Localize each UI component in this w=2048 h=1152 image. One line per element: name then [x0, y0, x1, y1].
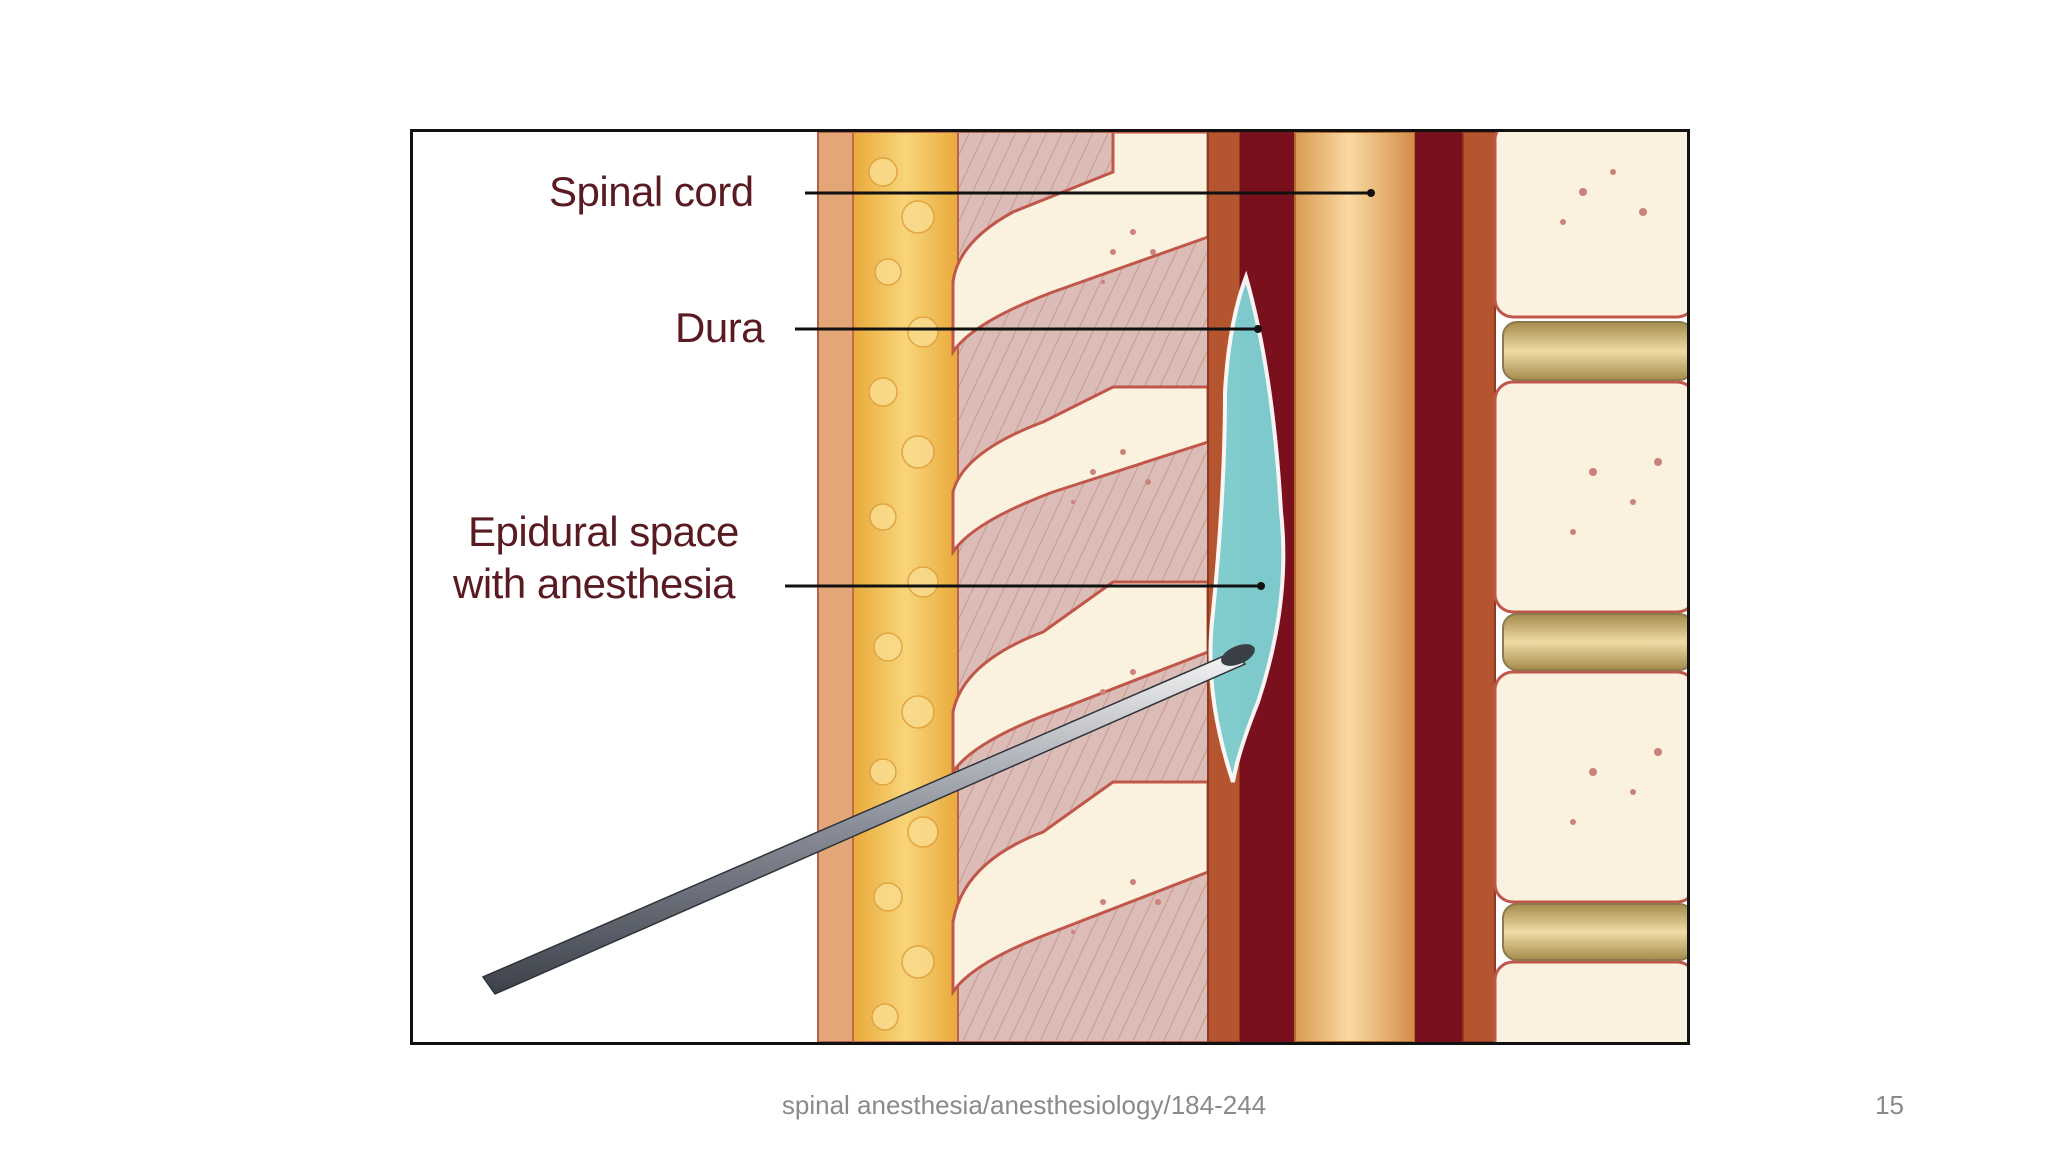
leader-lines	[785, 191, 1371, 588]
spinous-processes	[951, 132, 1210, 997]
epidural-anesthesia-illustration: Spinal cord Dura Epidural space with ane…	[410, 129, 1690, 1045]
anatomy-drawing	[481, 132, 1687, 1042]
dura-label: Dura	[675, 304, 765, 351]
spinal-cord-label: Spinal cord	[549, 168, 754, 215]
fat-globules	[868, 157, 939, 1031]
posterior-ligament	[1462, 132, 1496, 1042]
page-number: 15	[1875, 1090, 1904, 1120]
spinal-cord	[1294, 132, 1416, 1042]
bone-speckles	[1071, 229, 1161, 934]
slide-footer: spinal anesthesia/anesthesiology/184-244	[781, 1090, 1267, 1120]
intervertebral-discs	[1502, 321, 1687, 961]
epidural-label-line2: with anesthesia	[453, 560, 736, 607]
epidural-label-line1: Epidural space	[468, 508, 739, 555]
dura-right	[1415, 132, 1463, 1042]
vertebral-bodies	[1493, 132, 1687, 1042]
epidural-needle	[481, 644, 1255, 995]
vertebra-speckles	[1560, 169, 1662, 825]
leader-dots	[1254, 189, 1375, 590]
